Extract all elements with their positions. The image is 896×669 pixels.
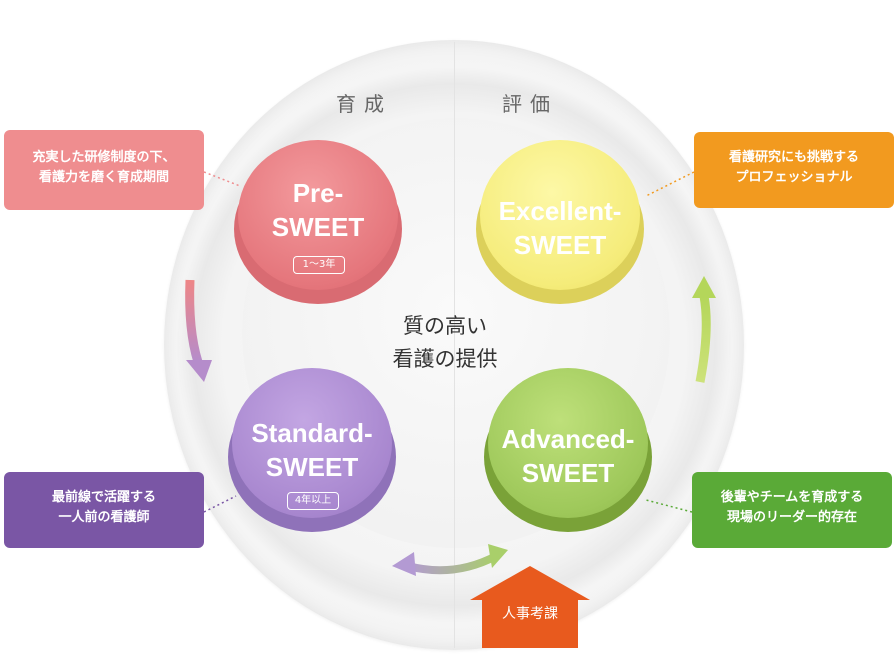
center-divider — [454, 42, 455, 648]
callout-line2: 看護力を磨く育成期間 — [38, 170, 169, 185]
callout-excellent: 看護研究にも挑戦する プロフェッショナル — [694, 132, 894, 208]
callout-line2: 現場のリーダー的存在 — [726, 510, 857, 525]
evaluation-arrow — [470, 566, 590, 648]
callout-standard: 最前線で活躍する 一人前の看護師 — [4, 472, 204, 548]
callout-line1: 後輩やチームを育成する — [720, 490, 864, 505]
callout-line1: 看護研究にも挑戦する — [728, 150, 859, 165]
callout-advanced: 後輩やチームを育成する 現場のリーダー的存在 — [692, 472, 892, 548]
section-label-evaluation: 評価 — [502, 92, 558, 116]
macaron-title-line2: SWEET — [271, 212, 365, 242]
macaron-title-line2: SWEET — [521, 458, 615, 488]
connector-standard — [203, 495, 237, 513]
macaron-excellent-sweet: Excellent- SWEET — [476, 140, 644, 304]
macaron-advanced-sweet: Advanced- SWEET — [484, 368, 652, 532]
center-caption-line2: 看護の提供 — [392, 347, 498, 371]
macaron-top — [480, 140, 640, 290]
connector-pre — [203, 171, 241, 187]
macaron-title-line1: Advanced- — [501, 424, 635, 454]
curved-arrow-up-right — [695, 295, 711, 383]
years-badge: 1〜3年 — [293, 256, 345, 274]
callout-line1: 最前線で活躍する — [51, 490, 156, 505]
macaron-title-line1: Pre- — [292, 178, 344, 208]
callout-pre: 充実した研修制度の下、 看護力を磨く育成期間 — [4, 130, 204, 210]
arrow-head — [392, 552, 416, 576]
evaluation-label: 人事考課 — [502, 606, 558, 622]
callout-line2: 一人前の看護師 — [58, 510, 150, 525]
center-caption-line1: 質の高い — [403, 314, 487, 338]
macaron-pre-sweet: Pre- SWEET 1〜3年 — [234, 140, 402, 304]
callout-line1: 充実した研修制度の下、 — [32, 150, 176, 165]
curved-arrow-down-left — [185, 279, 203, 364]
section-label-development: 育成 — [336, 92, 392, 116]
macaron-title-line1: Excellent- — [498, 196, 622, 226]
macaron-standard-sweet: Standard- SWEET 4年以上 — [228, 368, 396, 532]
years-badge: 4年以上 — [287, 492, 339, 510]
macaron-title-line1: Standard- — [251, 418, 373, 448]
arrow-head — [488, 544, 508, 568]
callout-line2: プロフェッショナル — [735, 170, 853, 185]
double-arrow-bottom — [406, 552, 498, 575]
arrow-head — [186, 360, 212, 382]
macaron-top — [488, 368, 648, 518]
connector-excellent — [645, 171, 695, 197]
macaron-top — [238, 140, 398, 290]
macaron-title-line2: SWEET — [265, 452, 359, 482]
connector-advanced — [645, 499, 693, 513]
arrow-head — [692, 276, 716, 298]
center-caption: 質の高い 看護の提供 — [360, 310, 530, 376]
macaron-title-line2: SWEET — [513, 230, 607, 260]
macaron-top — [232, 368, 392, 518]
